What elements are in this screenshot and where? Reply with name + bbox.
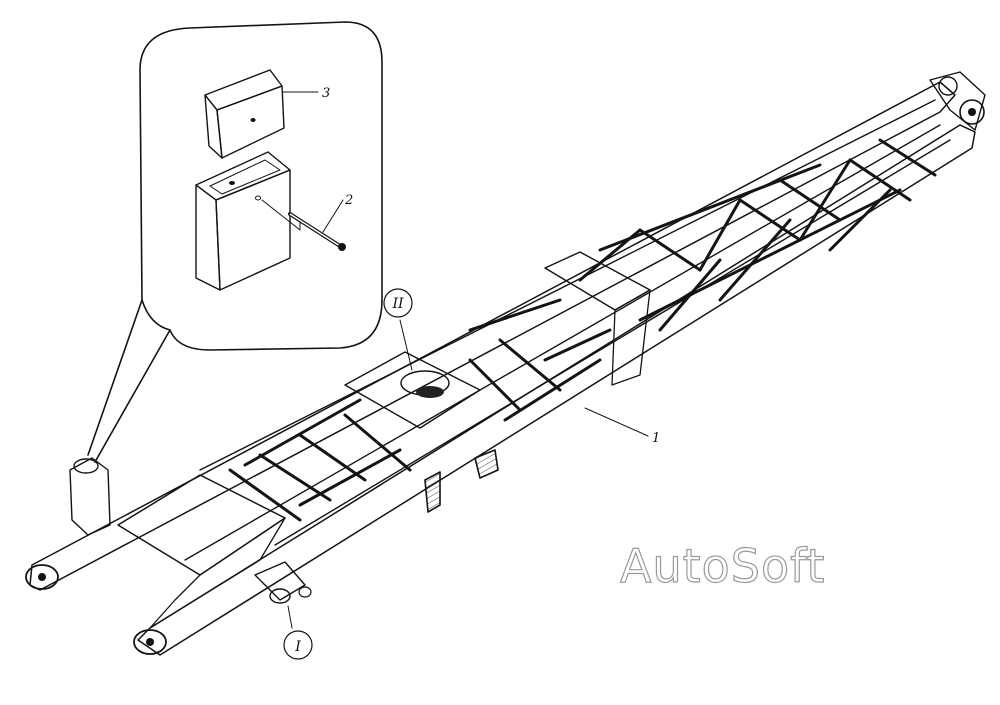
detail-I-marker: I xyxy=(283,630,313,660)
base-side xyxy=(149,517,286,629)
bracket-detail-I xyxy=(254,561,312,604)
watermark: AutoSoft xyxy=(620,539,826,593)
lattice-members xyxy=(228,138,937,522)
base-eyes xyxy=(25,564,167,655)
pin-part-2 xyxy=(261,199,346,251)
pad-housing xyxy=(195,151,291,291)
boom-frame xyxy=(25,71,986,656)
upper-chord-rear xyxy=(29,81,956,591)
detail-II-label: II xyxy=(391,296,404,312)
detail-I-label: I xyxy=(294,639,301,655)
callout-leaders xyxy=(287,319,649,629)
pad-post xyxy=(69,457,111,536)
boom-head xyxy=(929,71,986,131)
part-3-label: 3 xyxy=(322,86,330,101)
detail-inset xyxy=(87,21,383,463)
part-1-label: 1 xyxy=(652,431,660,446)
lower-chord-front xyxy=(137,124,976,656)
detail-II-marker: II xyxy=(383,288,413,318)
inset-outline xyxy=(87,21,383,463)
part-2-label: 2 xyxy=(344,193,353,208)
upper-plate xyxy=(611,289,651,386)
pad-part-3 xyxy=(204,69,319,159)
